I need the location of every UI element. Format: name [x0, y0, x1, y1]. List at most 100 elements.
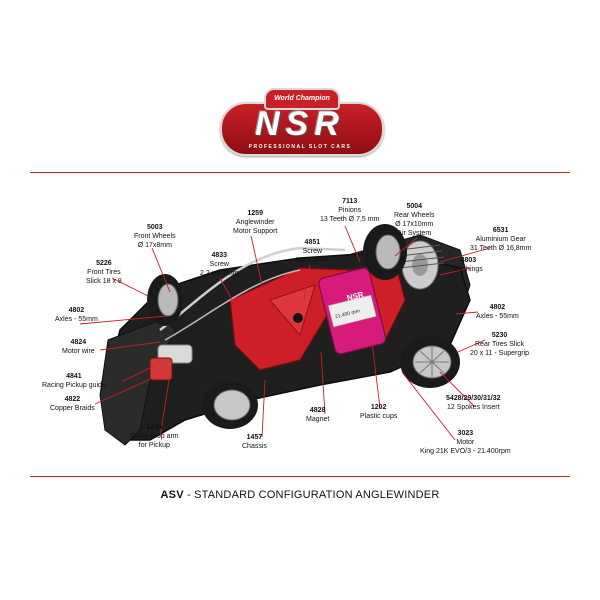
diagram-caption: ASV - STANDARD CONFIGURATION ANGLEWINDER [0, 489, 600, 501]
nsr-logo: World Champion NSR PROFESSIONAL SLOT CAR… [212, 88, 388, 168]
logo-crown-text: World Champion [264, 88, 340, 110]
part-description: Front Wheels [134, 233, 176, 240]
bottom-divider [30, 476, 570, 477]
part-code: 5428/29/30/31/32 [446, 395, 501, 402]
part-callout-15: 5428/29/30/31/32 12 Spokes Insert [446, 394, 501, 412]
part-code: 3023 [457, 430, 474, 437]
part-description: Screw [209, 261, 229, 268]
part-code: 4802 [68, 307, 85, 314]
part-description: Motor [456, 439, 475, 446]
part-description: 12 Spokes Insert [446, 404, 500, 411]
part-description: Aluminium Gear [475, 236, 526, 243]
part-code: 5226 [96, 260, 112, 267]
part-code: 4851 [304, 239, 321, 246]
logo-main-text: NSR [255, 105, 345, 143]
part-description: Guide drop arm [130, 433, 179, 440]
part-code: 5003 [147, 224, 163, 231]
part-description: Front Tires [87, 269, 121, 276]
part-code: 1202 [370, 404, 387, 411]
part-description: Axles - 55mm [55, 316, 98, 323]
part-code: 1457 [246, 434, 263, 441]
part-description: 13 Teeth Ø 7,5 mm [320, 216, 380, 223]
part-description: Chassis [242, 443, 267, 450]
caption-model: ASV [160, 489, 184, 501]
motor-can [318, 267, 387, 355]
part-description: Screw [302, 248, 323, 255]
part-description: Magnet [306, 416, 330, 423]
part-description: Plastic cups [360, 413, 398, 420]
motor-brand-text: NSR [346, 290, 365, 303]
part-code: 4803 [460, 257, 477, 264]
motor-spec-text: 21.400 rpm [335, 308, 361, 320]
part-code: 4828 [309, 407, 326, 414]
part-description: Anglewinder [235, 219, 275, 226]
crown-gear [401, 240, 439, 290]
front-rim-bottom [213, 389, 251, 421]
part-description: 31 Teeth Ø 16,8mm [470, 245, 532, 252]
part-description: Racing Pickup guide [42, 382, 106, 389]
mount-hole [293, 313, 303, 323]
part-code: 4802 [489, 304, 506, 311]
front-rim-top [157, 283, 179, 317]
part-description: Copper Braids [50, 405, 95, 412]
part-code: 1259 [247, 210, 263, 217]
logo-sub-text: PROFESSIONAL SLOT CARS [248, 144, 352, 150]
part-description: Motor Support [233, 228, 278, 235]
part-description: Rear Wheels [394, 212, 435, 219]
part-code: 7113 [342, 198, 358, 205]
part-code: 1234 [146, 424, 163, 431]
racing-pickup [149, 357, 173, 381]
part-description: 20 x 11 - Supergrip [470, 350, 530, 357]
part-code: 4841 [66, 373, 82, 380]
front-wheel-bottom [202, 381, 258, 429]
rear-wheel-top [363, 224, 407, 280]
mount-triangle [269, 284, 316, 336]
part-code: 4824 [70, 339, 87, 346]
motor-wire-2 [164, 269, 301, 341]
part-description: Ø 17x8mm [137, 242, 172, 249]
part-description: Ø 17x10mm [395, 221, 434, 228]
part-description: for Pickup [138, 442, 170, 449]
part-description: M2 x 3mm [296, 257, 329, 264]
top-divider [30, 172, 570, 173]
part-description: Motor wire [62, 348, 95, 355]
leader-lines [79, 225, 491, 441]
part-description: Rear Tires Slick [475, 341, 525, 348]
part-code: 4822 [64, 396, 81, 403]
part-description: King 21K EVO/3 - 21.400rpm [420, 448, 511, 455]
caption-config: - STANDARD CONFIGURATION ANGLEWINDER [183, 489, 440, 501]
front-wheel-top [147, 274, 183, 326]
rear-rim-top [375, 234, 401, 270]
rear-wheel-bottom [400, 336, 460, 388]
part-code: 5230 [491, 332, 508, 339]
part-code: 4833 [211, 252, 228, 259]
part-description: 2.2 x 6.5mm [200, 270, 239, 277]
pickup-guide [149, 344, 193, 381]
part-description: Air System [397, 230, 432, 237]
part-description: Slick 18 x 8 [86, 278, 122, 285]
part-code: 6531 [492, 227, 509, 234]
motor-can-label [327, 294, 377, 328]
part-description: Axles - 55mm [476, 313, 519, 320]
